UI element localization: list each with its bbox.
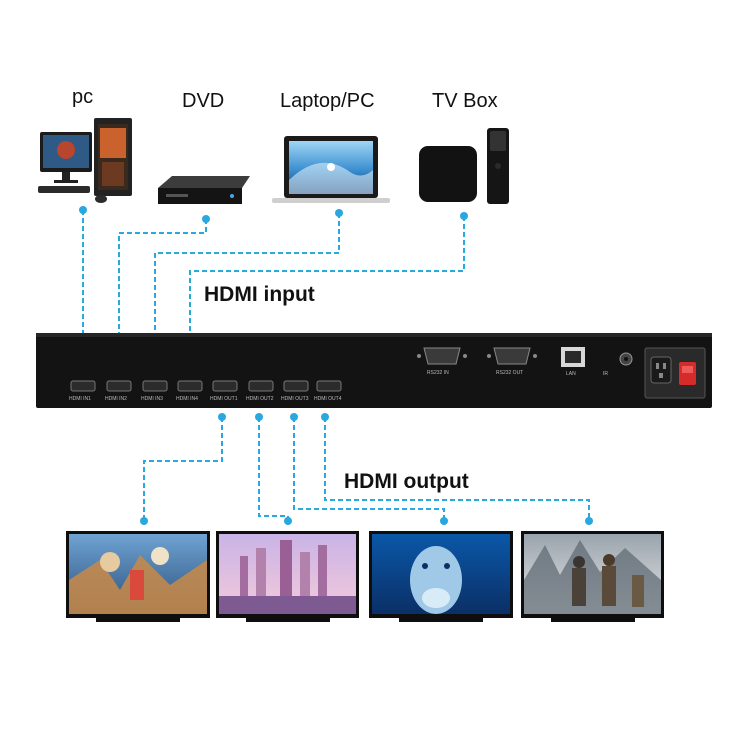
link-tvbox-in4 xyxy=(189,216,465,355)
tv-box-icon xyxy=(419,128,509,204)
port-label-ir: IR xyxy=(603,371,608,377)
hdmi-out4-port xyxy=(316,380,342,392)
output-links xyxy=(143,417,590,521)
hdmi-out2-port xyxy=(248,380,274,392)
hdmi-input-label: HDMI input xyxy=(204,283,315,306)
lan-port xyxy=(561,347,585,367)
port-label-rs232-in: RS232 IN xyxy=(427,370,449,376)
hdmi-matrix-device xyxy=(36,333,712,408)
port-label-in2: HDMI IN2 xyxy=(105,396,127,402)
desktop-pc-icon xyxy=(38,118,132,203)
output-link-dots xyxy=(140,413,593,525)
hdmi-output-ports xyxy=(212,380,342,392)
port-label-in1: HDMI IN1 xyxy=(69,396,91,402)
display-3 xyxy=(369,531,513,622)
power-inlet xyxy=(644,347,706,399)
hdmi-in4-port xyxy=(177,380,203,392)
port-label-in4: HDMI IN4 xyxy=(176,396,198,402)
hdmi-in2-port xyxy=(106,380,132,392)
hdmi-out1-port xyxy=(212,380,238,392)
source-label-laptop: Laptop/PC xyxy=(280,90,375,112)
rs232-in-port xyxy=(417,347,467,365)
source-label-dvd: DVD xyxy=(182,90,225,112)
port-label-out4: HDMI OUT4 xyxy=(314,396,342,402)
display-4 xyxy=(521,531,664,622)
display-1 xyxy=(66,531,210,622)
hdmi-out3-port xyxy=(283,380,309,392)
hdmi-in1-port xyxy=(70,380,96,392)
dvd-player-icon xyxy=(158,176,250,204)
display-2 xyxy=(216,531,359,622)
hdmi-input-ports xyxy=(70,380,203,392)
power-switch xyxy=(679,362,696,385)
port-label-out3: HDMI OUT3 xyxy=(281,396,309,402)
rs232-out-port xyxy=(487,347,537,365)
port-label-out2: HDMI OUT2 xyxy=(246,396,274,402)
link-out4-display4 xyxy=(324,417,590,521)
port-label-in3: HDMI IN3 xyxy=(141,396,163,402)
link-laptop-in3 xyxy=(154,213,340,355)
input-links xyxy=(82,210,465,355)
link-out2-display2 xyxy=(258,417,289,521)
ir-port xyxy=(619,352,633,366)
hdmi-output-label: HDMI output xyxy=(344,470,469,493)
laptop-icon xyxy=(272,136,390,203)
source-label-tvbox: TV Box xyxy=(432,90,498,112)
port-label-lan: LAN xyxy=(566,371,576,377)
port-label-out1: HDMI OUT1 xyxy=(210,396,238,402)
link-out1-display1 xyxy=(143,417,223,521)
link-dvd-in2 xyxy=(118,219,207,355)
source-label-pc: pc xyxy=(72,86,94,108)
link-out3-display3 xyxy=(293,417,445,521)
hdmi-in3-port xyxy=(142,380,168,392)
port-label-rs232-out: RS232 OUT xyxy=(496,370,523,376)
